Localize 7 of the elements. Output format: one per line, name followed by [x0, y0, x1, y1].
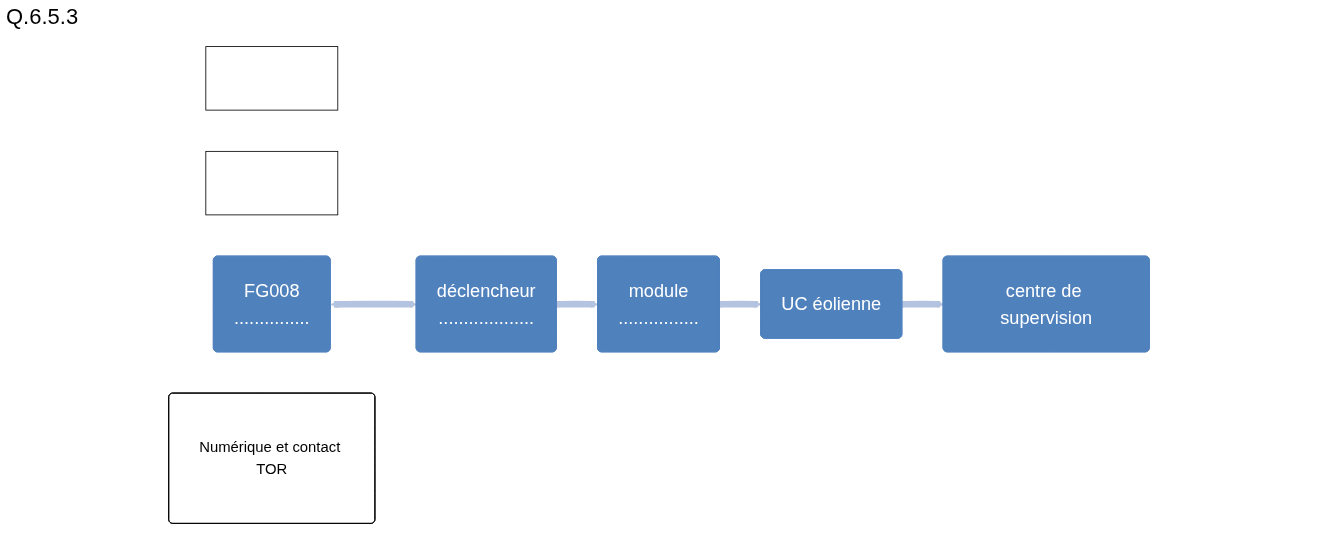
- arrow: [330, 300, 417, 308]
- node-box: [205, 150, 339, 216]
- arrow: [719, 300, 762, 308]
- arrow: [902, 300, 944, 308]
- arrow: [556, 300, 599, 308]
- node-box: [205, 46, 339, 111]
- question-number: Q.6.5.3: [6, 4, 79, 30]
